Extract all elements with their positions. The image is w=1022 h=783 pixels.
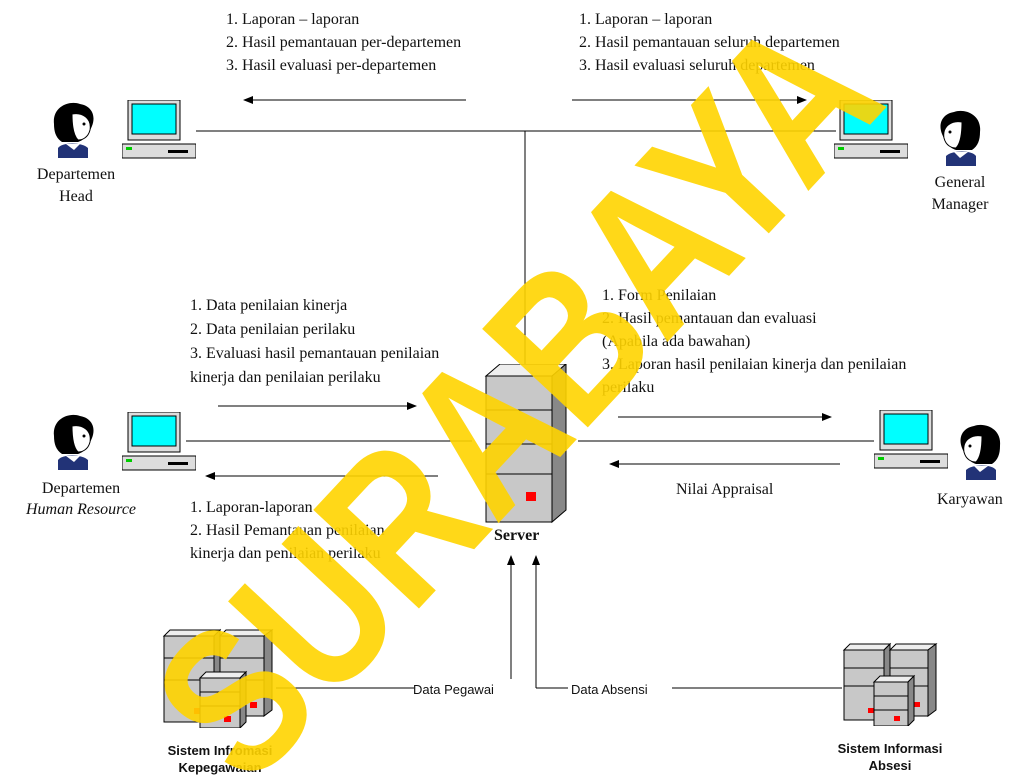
flow-gm-item-3: 3. Hasil evaluasi seluruh departemen	[579, 57, 815, 74]
gm-computer-icon	[834, 100, 908, 159]
gm-label-1: General	[934, 174, 986, 191]
flow-dept-head-item-1: 1. Laporan – laporan	[226, 11, 360, 28]
dept-hr-label-2: Human Resource	[25, 501, 137, 518]
server-label: Server	[494, 527, 540, 544]
flow-dept-head-item-3: 3. Hasil evaluasi per-departemen	[226, 57, 437, 74]
flow-hr-server-item-3b: kinerja dan penilaian perilaku	[190, 369, 381, 386]
gm-person-icon	[940, 110, 981, 166]
gm-label-2: Manager	[931, 196, 989, 213]
flow-server-hr-item-1: 1. Laporan-laporan	[190, 499, 313, 516]
kepegawaian-system-label-2: Kepegawaian	[178, 760, 262, 775]
flow-server-karyawan-item-2b: (Apabila ada bawahan)	[602, 333, 751, 350]
dept-head-label-2: Head	[59, 188, 93, 205]
flow-gm-item-1: 1. Laporan – laporan	[579, 11, 713, 28]
flow-server-karyawan-item-2: 2. Hasil pemantauan dan evaluasi	[602, 310, 817, 327]
flow-server-karyawan-item-1: 1. Form Penilaian	[602, 287, 717, 304]
dept-head-person-icon	[53, 102, 94, 158]
absensi-system-label-2: Absesi	[868, 758, 912, 773]
dept-head-label-1: Departemen	[36, 166, 116, 183]
flow-hr-server-item-1: 1. Data penilaian kinerja	[190, 297, 348, 314]
flow-hr-server-item-2: 2. Data penilaian perilaku	[190, 321, 356, 338]
kepegawaian-system-label-1: Sistem Infromasi	[167, 743, 273, 758]
flow-server-hr-item-2b: kinerja dan penilaian perilaku	[190, 545, 381, 562]
flow-server-karyawan-item-3b: perilaku	[602, 379, 655, 396]
flow-dept-head-item-2: 2. Hasil pemantauan per-departemen	[226, 34, 462, 51]
flow-hr-server-item-3: 3. Evaluasi hasil pemantauan penilaian	[190, 345, 440, 362]
karyawan-label: Karyawan	[937, 491, 1003, 508]
flow-nilai-appraisal: Nilai Appraisal	[676, 481, 774, 498]
dept-hr-computer-icon	[122, 412, 196, 471]
central-server-icon	[484, 364, 567, 524]
data-absensi-label: Data Absensi	[571, 682, 648, 697]
dept-head-computer-icon	[122, 100, 196, 159]
dept-hr-person-icon	[53, 414, 94, 470]
kepegawaian-server-cluster-icon	[162, 628, 274, 728]
absensi-system-label-1: Sistem Informasi	[837, 741, 943, 756]
absensi-server-cluster-icon	[842, 642, 938, 726]
karyawan-person-icon	[960, 424, 1001, 480]
flow-server-karyawan-item-3: 3. Laporan hasil penilaian kinerja dan p…	[602, 356, 907, 373]
dept-hr-label-1: Departemen	[41, 480, 121, 497]
karyawan-computer-icon	[874, 410, 948, 469]
flow-gm-item-2: 2. Hasil pemantauan seluruh departemen	[579, 34, 840, 51]
flow-server-hr-item-2: 2. Hasil Pemantauan penilaian	[190, 522, 385, 539]
data-pegawai-label: Data Pegawai	[413, 682, 494, 697]
